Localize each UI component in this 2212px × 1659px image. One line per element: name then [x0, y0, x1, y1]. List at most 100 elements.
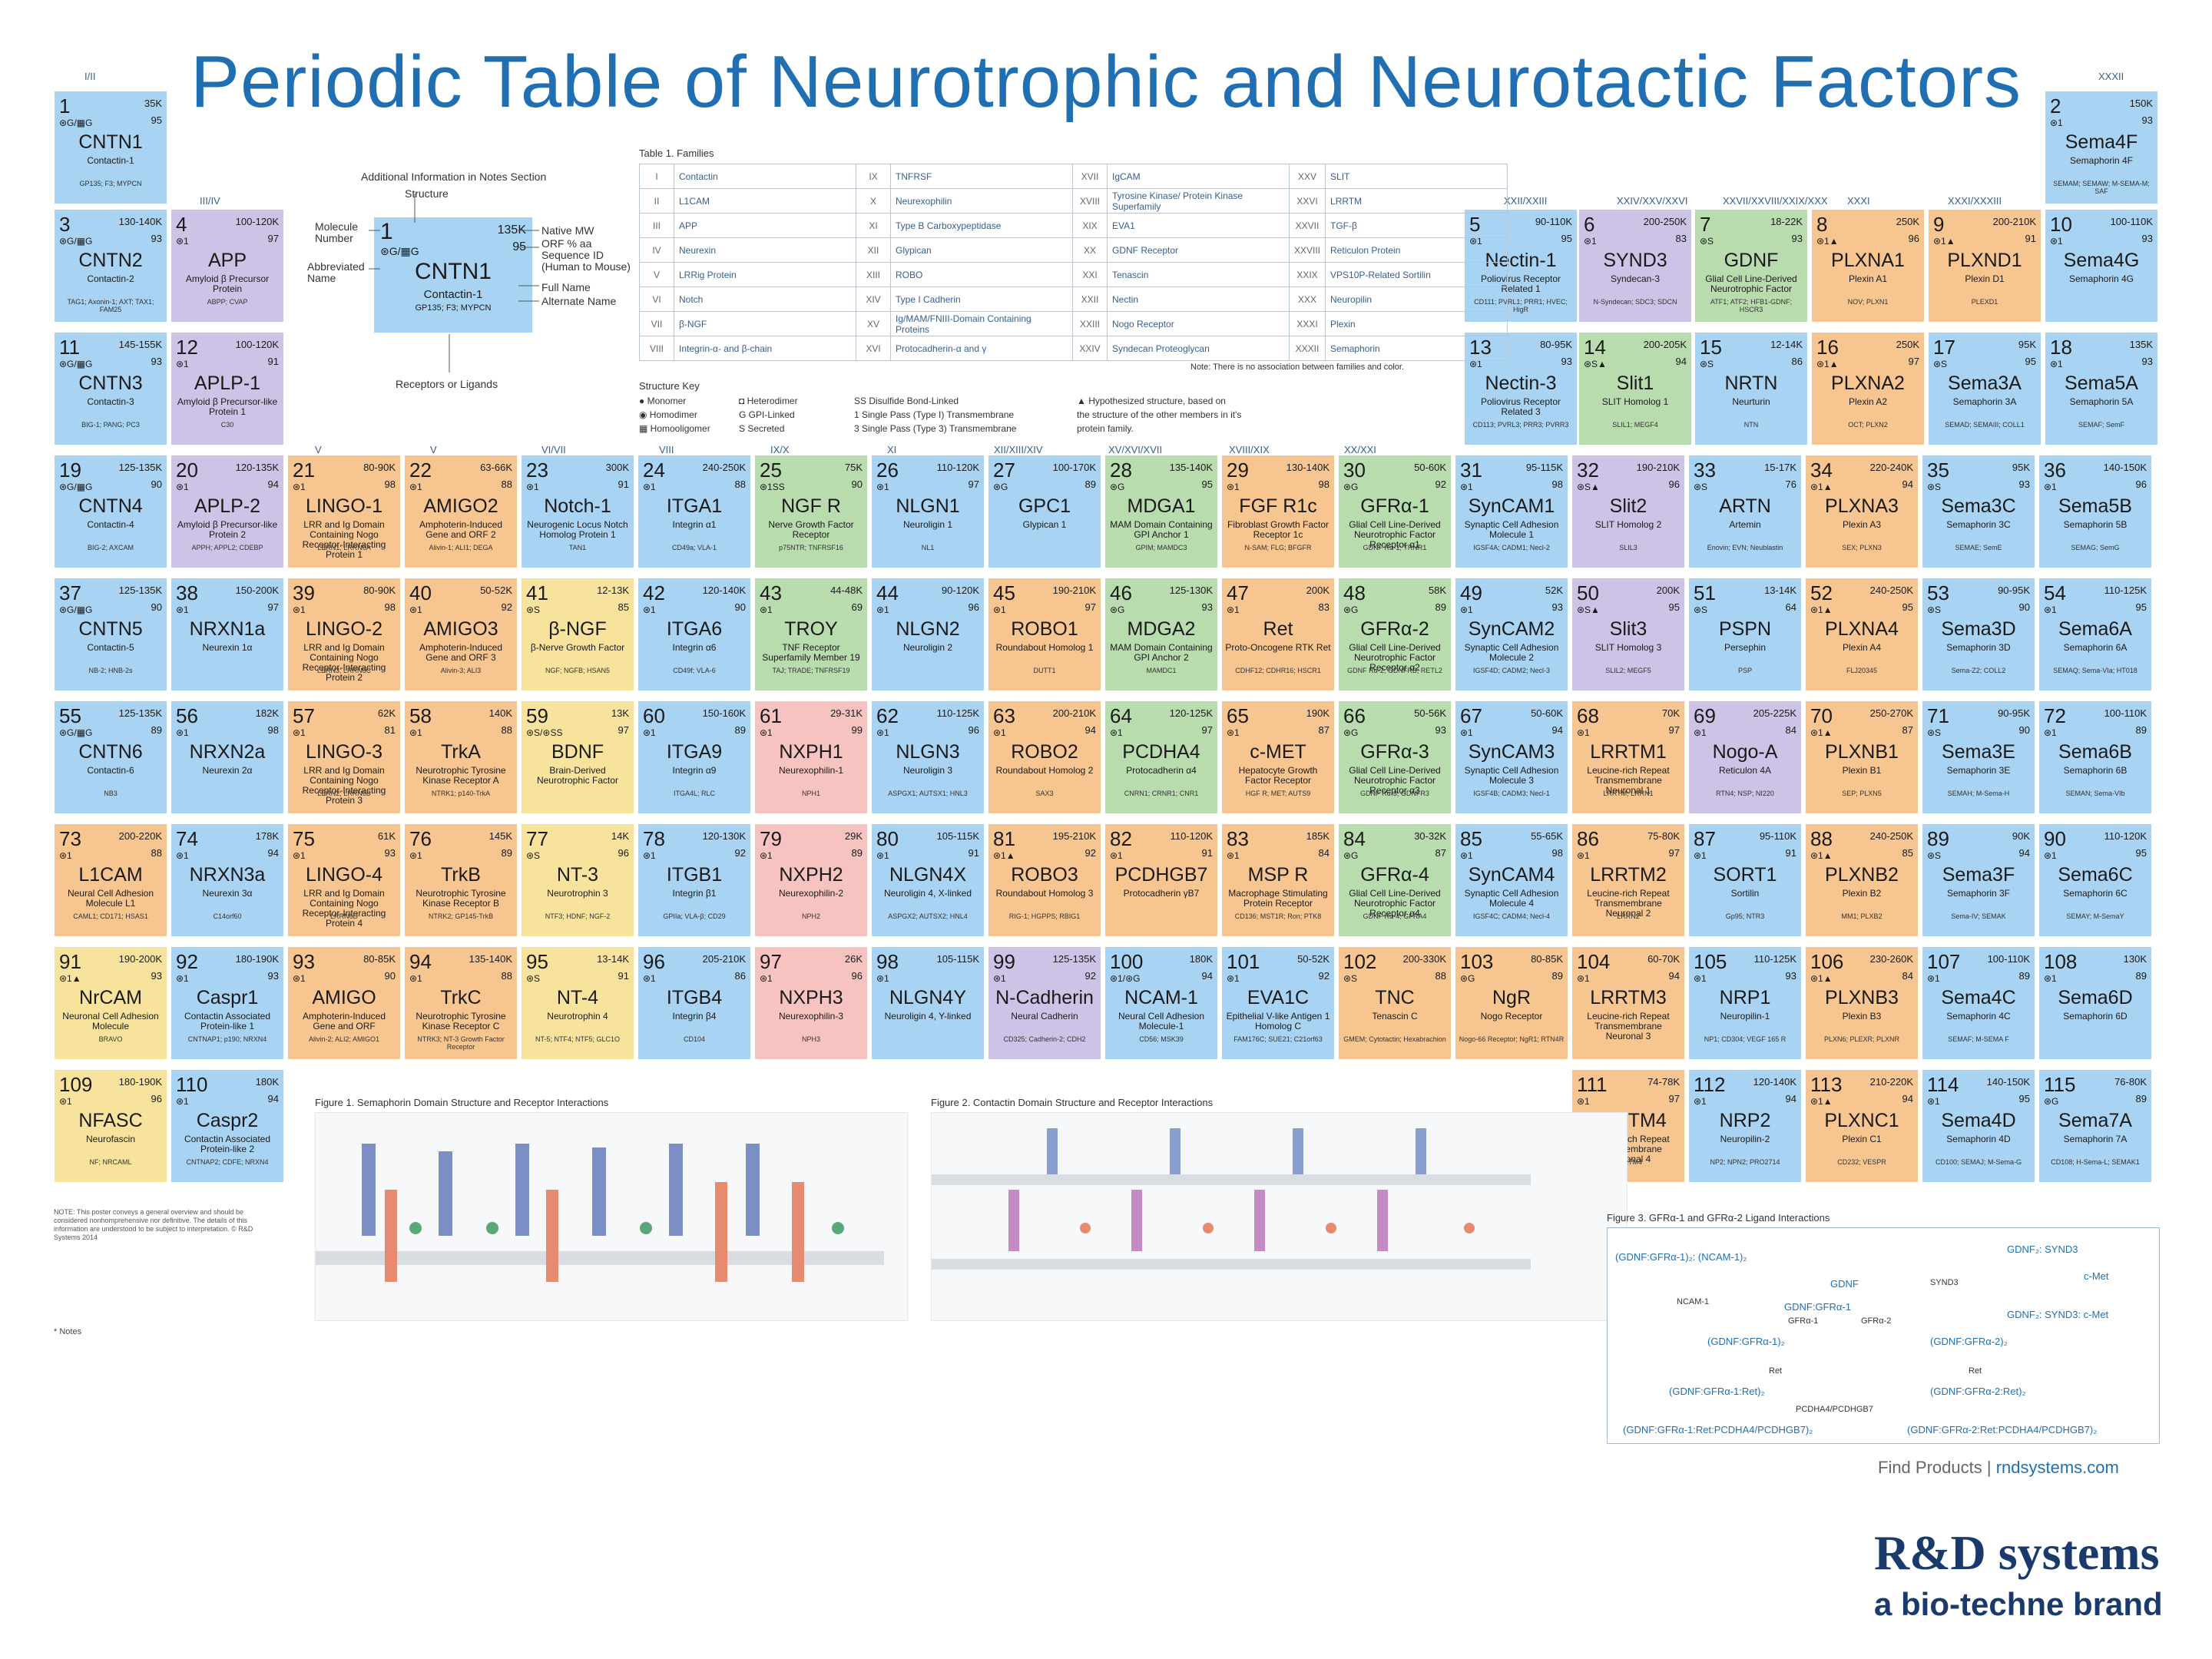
family-number: XX — [1072, 237, 1108, 263]
cell-pct: 94 — [267, 847, 279, 859]
brand-tagline: a bio-techne brand — [1874, 1586, 2163, 1622]
cell-alt: GPIM; MAMDC3 — [1135, 544, 1187, 551]
cell-mw: 180-190K — [118, 1076, 162, 1088]
cell-alt: MAMDC1 — [1146, 667, 1177, 674]
cell-num: 115 — [2044, 1073, 2076, 1096]
cell-alt: ATF1; ATF2; HFB1-GDNF; HSCR3 — [1710, 298, 1793, 313]
cell-mw: 210-220K — [1869, 1076, 1913, 1088]
website-link[interactable]: rndsystems.com — [1995, 1458, 2119, 1477]
cell-num: 90 — [2044, 827, 2066, 850]
cell-pct: 83 — [1675, 233, 1687, 244]
cell-num: 15 — [1700, 336, 1722, 359]
cell-alt: BIG-1; PANG; PC3 — [81, 421, 140, 429]
cell-alt: IGSF4B; CADM3; Necl-1 — [1473, 790, 1550, 797]
cell-sym: ⊛1 — [2050, 359, 2063, 369]
cell-pct: 89 — [851, 847, 863, 859]
cell-sym: ⊛G/▦G — [59, 604, 93, 615]
family-number: I — [639, 164, 674, 189]
cell-full: LRR and Ig Domain Containing Nogo Recept… — [302, 765, 386, 806]
cell-pct: 92 — [1435, 478, 1446, 490]
cell-full: Glial Cell Line-Derived Neurotrophic Fac… — [1349, 765, 1441, 796]
cell-abbr: APP — [207, 250, 247, 271]
cell-abbr: CNTN4 — [78, 495, 143, 517]
cell-sym: ⊛S — [1927, 604, 1942, 615]
legend-alternate-name: Alternate Name — [541, 295, 617, 307]
cell-num: 61 — [760, 704, 782, 727]
cell-mw: 90K — [2012, 830, 2030, 842]
cell-alt: SLIL1; MEGF4 — [1612, 421, 1658, 429]
cell-sym: ⊛1SS — [760, 482, 785, 492]
cell-alt: CD100; SEMAJ; M-Sema-G — [1935, 1158, 2022, 1166]
cell-full: Neuroligin 4, Y-linked — [884, 1011, 972, 1022]
cell-mw: 120-140K — [702, 584, 746, 596]
cell-abbr: EVA1C — [1247, 987, 1310, 1008]
cell-alt: Gp95; NTR3 — [1725, 912, 1765, 920]
cell-full: Plexin B3 — [1842, 1011, 1882, 1022]
cell-alt: N-SAM; FLG; BFGFR — [1244, 544, 1312, 551]
cell-full: Neuroligin 2 — [902, 642, 953, 653]
cell-sym: ⊛1▲ — [1810, 973, 1833, 984]
cell-abbr: FGF R1c — [1239, 495, 1317, 517]
cell-full: Plexin A3 — [1842, 519, 1882, 530]
cell-sym: ⊛1 — [2044, 482, 2057, 492]
cell-mw: 125-130K — [1169, 584, 1213, 596]
cell-pct: 99 — [851, 724, 863, 736]
cell-mw: 76-80K — [2114, 1076, 2147, 1088]
cell-alt: ABPP; CVAP — [207, 298, 248, 306]
cell-sym: ⊛1/⊛G — [1110, 973, 1141, 984]
family-number: XXX — [1288, 286, 1326, 312]
cell-alt: NPH3 — [801, 1035, 820, 1043]
cell-full: Neuroligin 1 — [902, 519, 953, 530]
structure-key-item: ▦ Homooligomer — [639, 423, 710, 434]
cell-alt: NOV; PLXN1 — [1847, 298, 1889, 306]
cell-abbr: PLXNA3 — [1825, 495, 1899, 517]
cell-num: 71 — [1927, 704, 1949, 727]
figure3-label: c-Met — [2084, 1270, 2109, 1282]
cell-num: 25 — [760, 459, 782, 482]
cell-sym: ⊛1 — [876, 727, 889, 738]
cell-pct: 96 — [151, 1093, 162, 1104]
cell-mw: 13-14K — [1764, 584, 1796, 596]
figure3-label: GFRα-1 — [1788, 1316, 1819, 1326]
cell-pct: 91 — [618, 478, 629, 490]
cell-mw: 200-205K — [1643, 339, 1687, 350]
group-header: III/IV — [200, 195, 220, 207]
cell-full: Plexin B1 — [1842, 765, 1882, 776]
cell-num: 78 — [643, 827, 665, 850]
cell-abbr: NLGN1 — [896, 495, 960, 517]
cell-num: 16 — [1816, 336, 1839, 359]
cell-pct: 87 — [1318, 724, 1330, 736]
cell-alt: APPH; APPL2; CDEBP — [191, 544, 263, 551]
cell-full: Synaptic Cell Adhesion Molecule 2 — [1464, 642, 1559, 663]
family-number: XIV — [856, 286, 891, 312]
cell-pct: 64 — [1785, 601, 1796, 613]
cell-sym: ⊛1 — [409, 850, 422, 861]
cell-full: Neurturin — [1732, 396, 1770, 407]
cell-sym: ⊛1 — [176, 850, 189, 861]
family-name: L1CAM — [674, 188, 856, 214]
cell-pct: 97 — [1668, 724, 1680, 736]
cell-sym: ⊛1 — [176, 236, 189, 247]
cell-pct: 90 — [384, 970, 396, 982]
cell-alt: DUTT1 — [1033, 667, 1056, 674]
structure-key-item: the structure of the other members in it… — [1077, 409, 1242, 420]
cell-alt: RTN4; NSP; NI220 — [1716, 790, 1774, 797]
family-name: LRRig Protein — [674, 262, 856, 287]
cell-sym: ⊛1▲ — [1810, 482, 1833, 492]
family-name: Reticulon Protein — [1325, 237, 1508, 263]
cell-full: Semaphorin 4D — [1946, 1134, 2011, 1144]
cell-num: 49 — [1460, 581, 1482, 604]
cell-alt: NB3 — [104, 790, 118, 797]
cell-pct: 91 — [1785, 847, 1796, 859]
cell-sym: ⊛1 — [1227, 727, 1240, 738]
cell-pct: 94 — [1675, 356, 1687, 367]
cell-abbr: Sema6C — [2058, 864, 2133, 886]
cell-abbr: Slit2 — [1609, 495, 1647, 517]
cell-num: 18 — [2050, 336, 2072, 359]
